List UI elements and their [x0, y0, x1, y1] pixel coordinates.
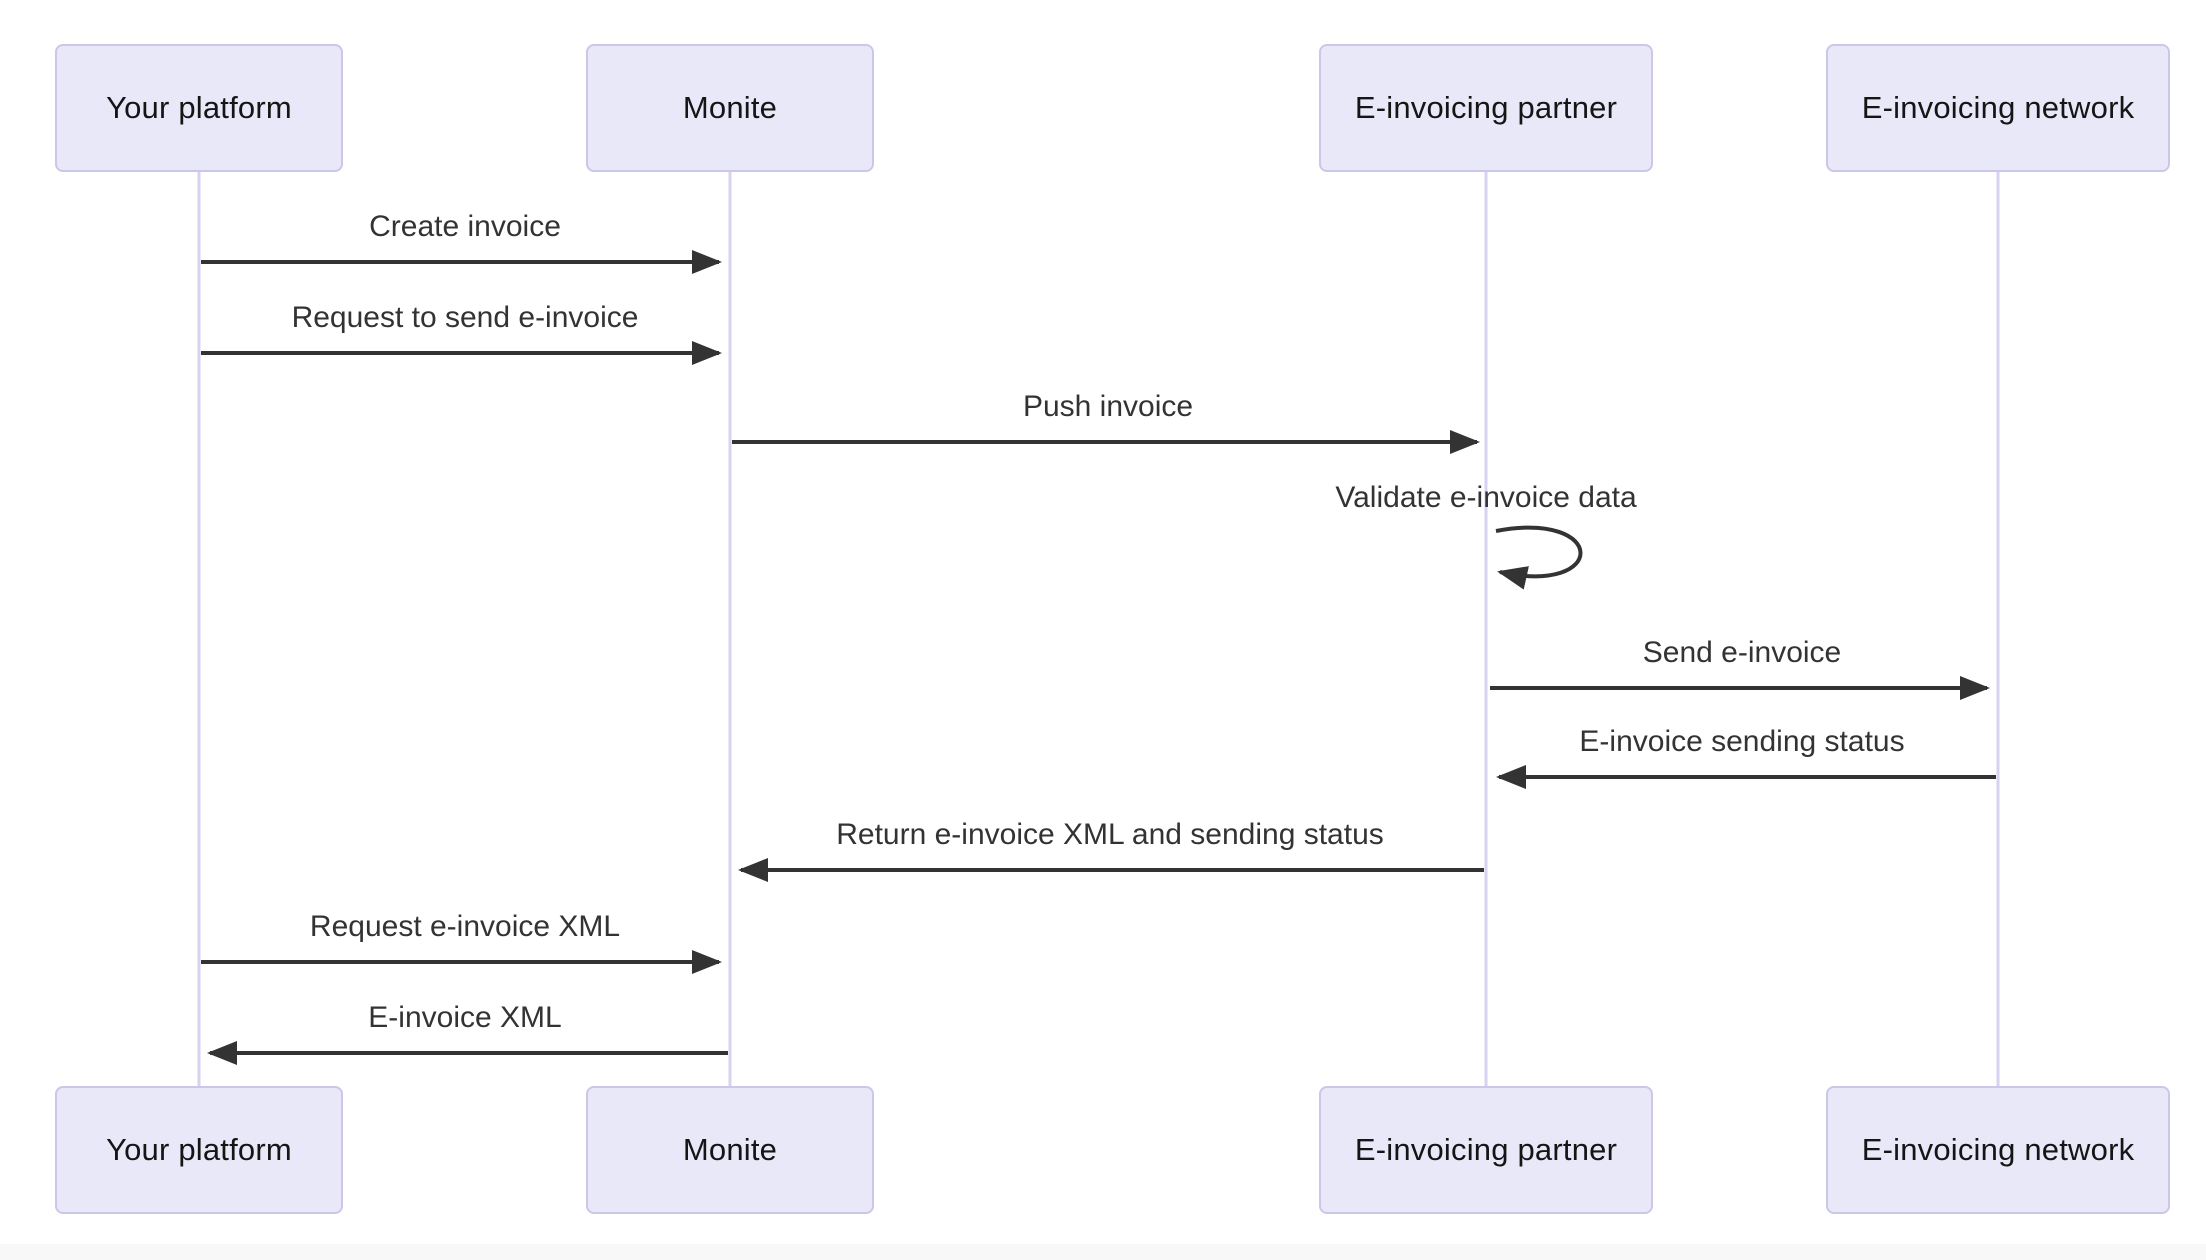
actor-label: E-invoicing partner — [1354, 90, 1618, 125]
actor-label: E-invoicing partner — [1354, 1132, 1618, 1167]
actor-label: Your platform — [106, 1132, 292, 1167]
actor-label: Monite — [682, 90, 778, 125]
message-label-create-invoice: Create invoice — [369, 210, 561, 243]
actor-monite-bottom: Monite — [586, 1086, 874, 1214]
message-label-request-einvoice-xml: Request e-invoice XML — [309, 910, 621, 943]
actor-einvoicing-network-bottom: E-invoicing network — [1826, 1086, 2170, 1214]
actor-label: Monite — [682, 1132, 778, 1167]
message-label-validate-einvoice-data: Validate e-invoice data — [1335, 481, 1637, 514]
message-label-push-invoice: Push invoice — [1022, 390, 1194, 423]
actor-einvoicing-network-top: E-invoicing network — [1826, 44, 2170, 172]
actor-your-platform-bottom: Your platform — [55, 1086, 343, 1214]
actor-label: Your platform — [106, 90, 292, 125]
message-label-einvoice-sending-status: E-invoice sending status — [1579, 725, 1905, 758]
actor-label: E-invoicing network — [1861, 1132, 2135, 1167]
message-label-request-send-einvoice: Request to send e-invoice — [291, 301, 639, 334]
message-label-send-einvoice: Send e-invoice — [1642, 636, 1842, 669]
actor-label: E-invoicing network — [1861, 90, 2135, 125]
actor-einvoicing-partner-bottom: E-invoicing partner — [1319, 1086, 1653, 1214]
actor-monite-top: Monite — [586, 44, 874, 172]
actor-your-platform-top: Your platform — [55, 44, 343, 172]
message-label-return-einvoice-xml: Return e-invoice XML and sending status — [836, 818, 1384, 851]
actor-einvoicing-partner-top: E-invoicing partner — [1319, 44, 1653, 172]
message-label-einvoice-xml: E-invoice XML — [368, 1001, 562, 1034]
self-loop-validate-einvoice-data — [1495, 525, 1583, 590]
page-footer-strip — [0, 1244, 2206, 1260]
